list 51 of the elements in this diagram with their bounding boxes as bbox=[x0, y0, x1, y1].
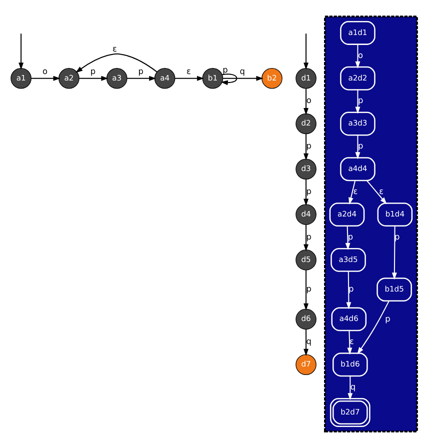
edge-label: p bbox=[306, 140, 312, 150]
edge-label: o bbox=[42, 66, 48, 76]
arrow bbox=[345, 226, 350, 250]
edge-label: p bbox=[358, 140, 364, 150]
edge-label: ε bbox=[353, 185, 358, 196]
edge-label: ε bbox=[112, 43, 117, 54]
arrow bbox=[346, 270, 352, 309]
arrow bbox=[304, 133, 308, 160]
arrow bbox=[174, 75, 204, 80]
arrow bbox=[220, 73, 238, 85]
arrow bbox=[304, 88, 308, 115]
arrow bbox=[304, 328, 308, 356]
arrow bbox=[76, 52, 158, 72]
arrow bbox=[366, 180, 387, 204]
arrow bbox=[304, 224, 308, 251]
arrow bbox=[127, 75, 156, 80]
arrow bbox=[392, 225, 397, 280]
arrow bbox=[79, 75, 108, 80]
arrow bbox=[348, 180, 356, 204]
arrow bbox=[18, 33, 24, 70]
edge-label: q bbox=[240, 66, 245, 76]
edge-label: p bbox=[222, 64, 228, 74]
edge-label: p bbox=[138, 66, 144, 76]
arrow bbox=[357, 300, 390, 354]
edge-label: p bbox=[348, 230, 354, 241]
arrow bbox=[304, 270, 308, 310]
arrow bbox=[355, 134, 360, 159]
arrow bbox=[347, 330, 352, 354]
edge-label: q bbox=[306, 336, 312, 346]
edge-label: o bbox=[358, 49, 364, 60]
arrow bbox=[355, 44, 360, 68]
edge-label: q bbox=[350, 380, 356, 391]
arrow bbox=[304, 33, 308, 70]
edge-label: p bbox=[358, 94, 364, 105]
arrow bbox=[31, 75, 60, 80]
edge-label: p bbox=[306, 230, 312, 241]
edge-label: p bbox=[385, 312, 390, 323]
arrow bbox=[223, 75, 264, 80]
edge-label: ε bbox=[379, 185, 384, 196]
edge-label: p bbox=[394, 230, 400, 241]
arrow bbox=[355, 89, 360, 114]
edge-label: p bbox=[306, 185, 312, 196]
edge-label: ε bbox=[186, 66, 191, 76]
cluster bbox=[324, 15, 418, 432]
arrow bbox=[304, 178, 308, 206]
arrow bbox=[348, 376, 353, 400]
edge-label: p bbox=[348, 283, 354, 294]
edge-label: p bbox=[306, 283, 312, 294]
edge-label: p bbox=[90, 66, 96, 76]
edge-label: o bbox=[306, 94, 312, 105]
edge-label: ε bbox=[350, 336, 354, 346]
